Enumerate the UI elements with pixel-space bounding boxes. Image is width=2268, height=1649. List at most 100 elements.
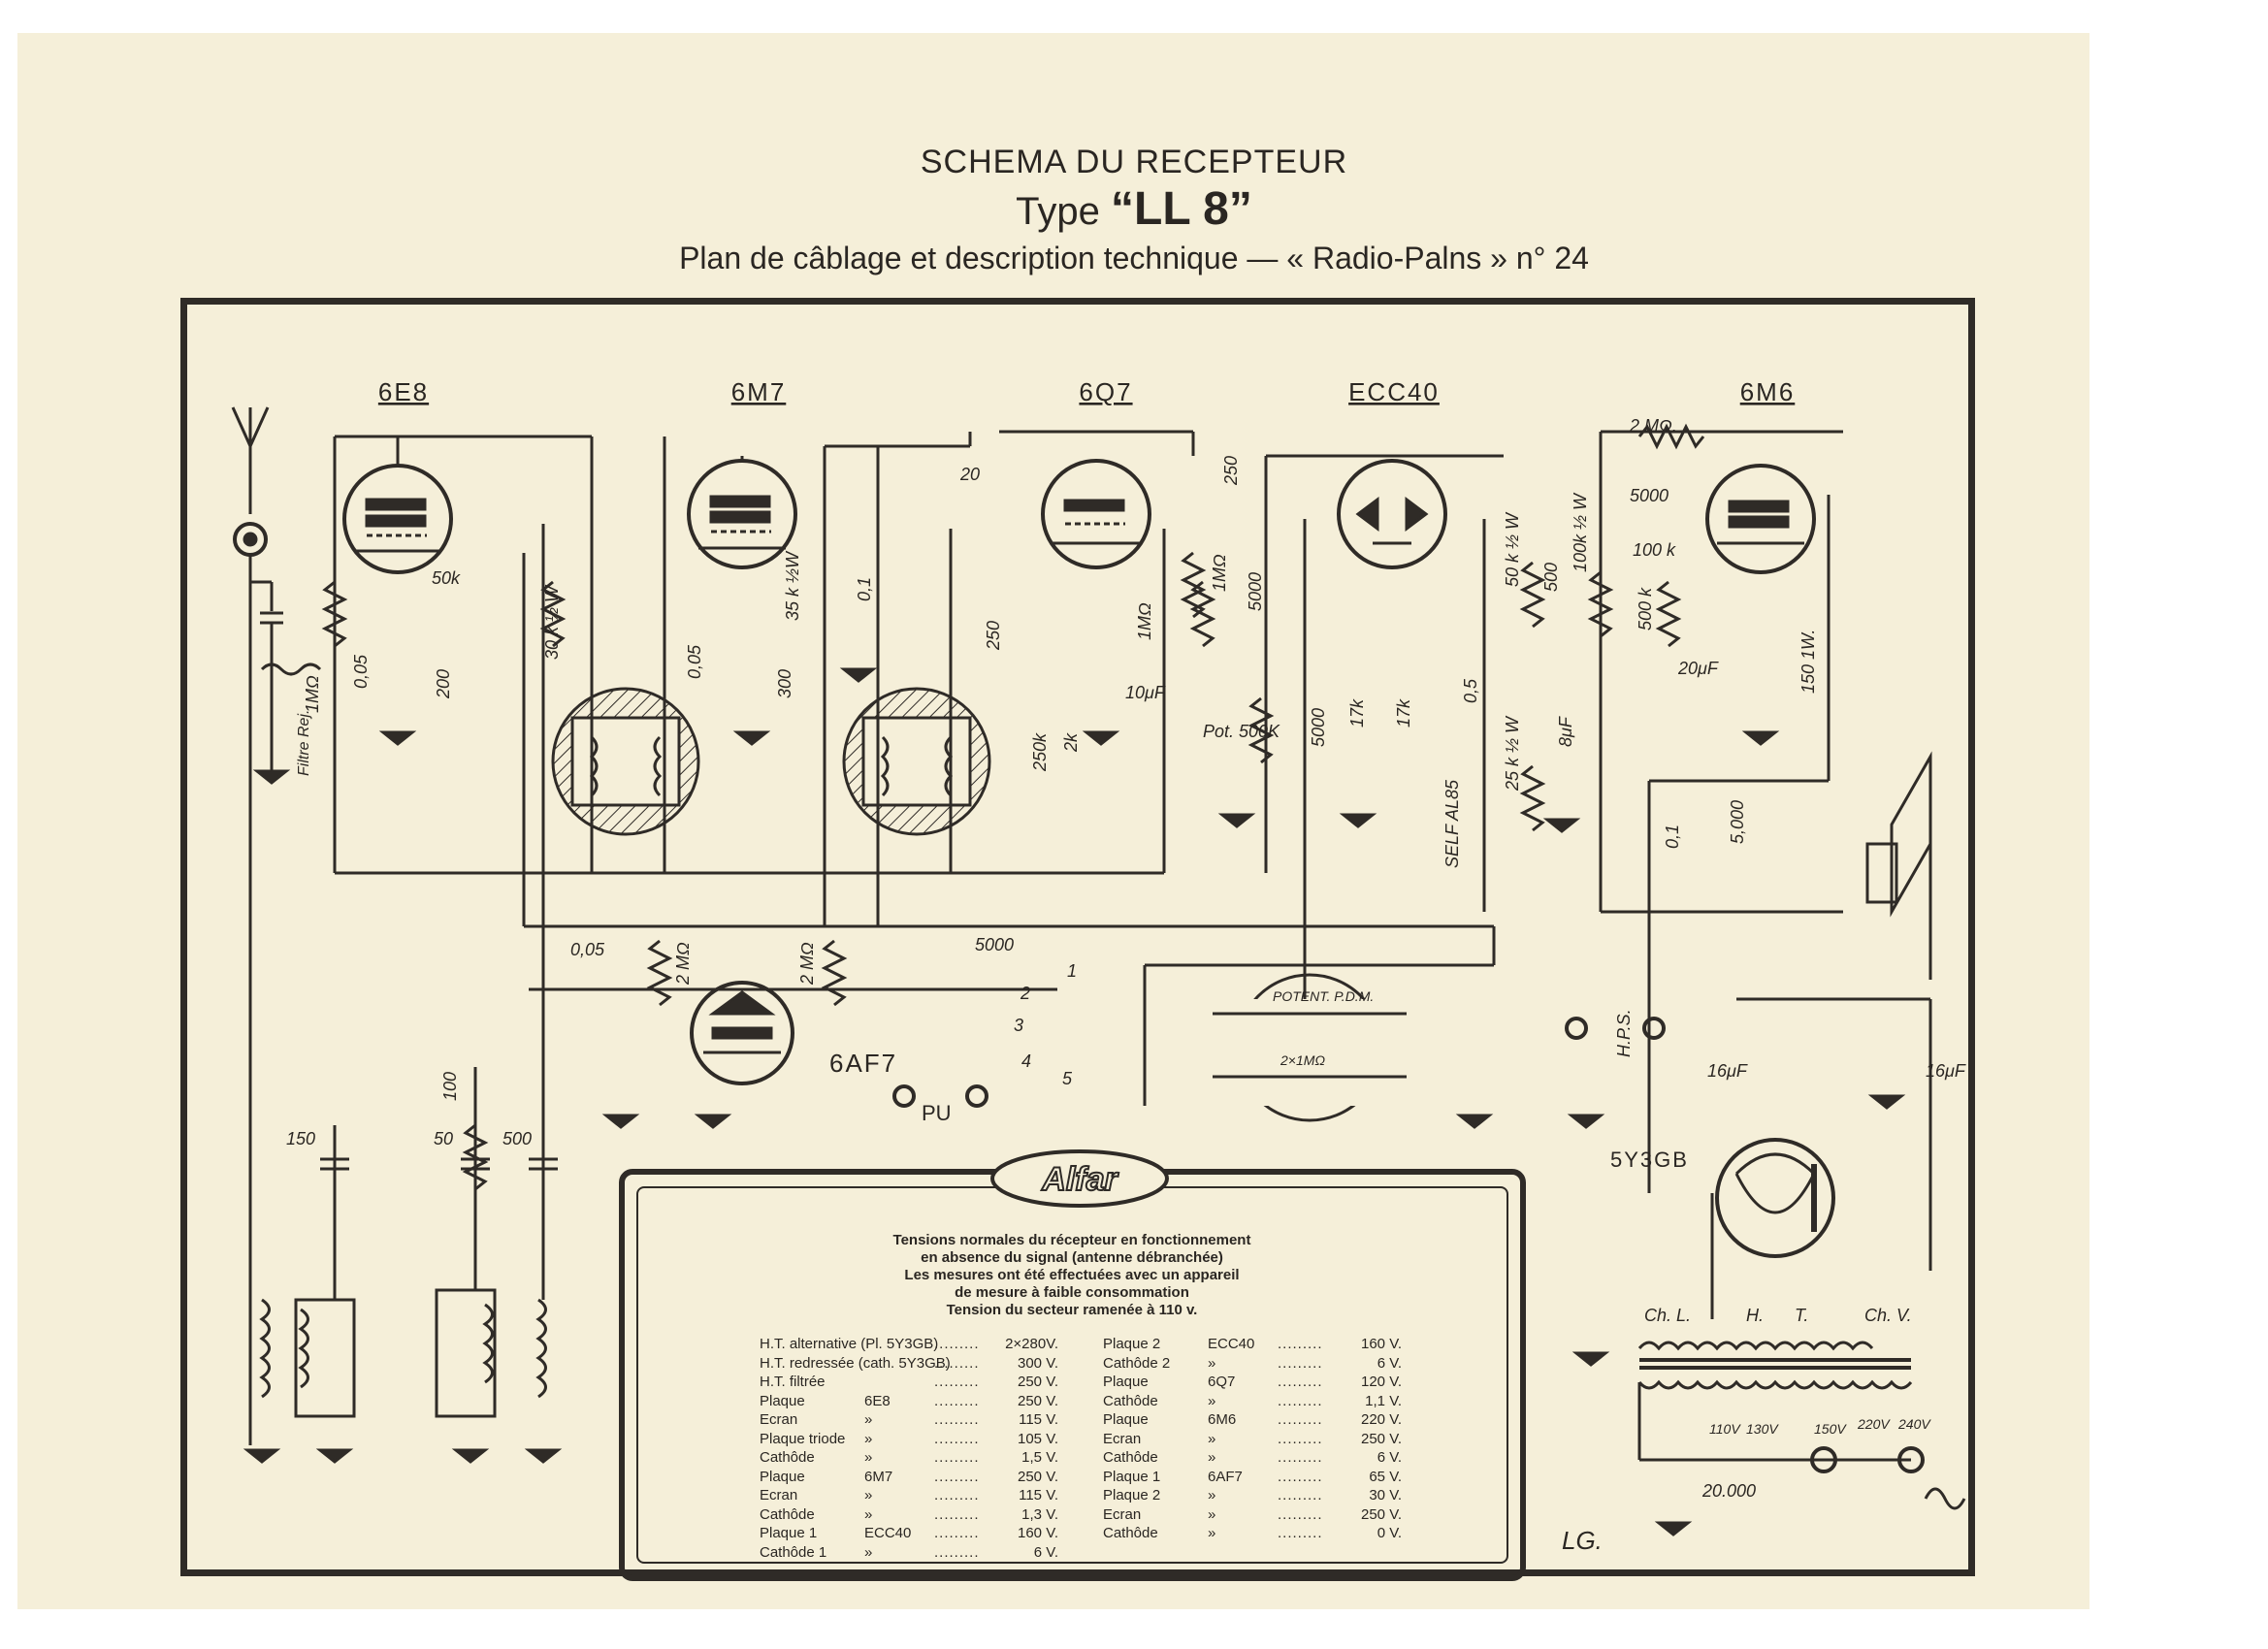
label-r-25k-half: 25 k ½ W [1503, 715, 1522, 792]
tube-6af7 [690, 981, 794, 1085]
if-transformer-1 [551, 687, 700, 836]
table-row: H.T. redressée (cath. 5Y3GB).........300… [760, 1355, 1058, 1372]
heading-line-5: Tension du secteur ramenée à 110 v. [946, 1302, 1198, 1318]
row-dots: ......... [1278, 1374, 1323, 1390]
row-label: Cathôde [1103, 1525, 1158, 1541]
resistors [321, 423, 1705, 1191]
row-label: H.T. alternative (Pl. 5Y3GB) [760, 1336, 939, 1352]
row-label: Cathôde 2 [1103, 1354, 1171, 1372]
filter-trap [250, 580, 322, 785]
label-r-2mohm-b: 2 MΩ [797, 942, 817, 986]
row-voltage: 250 V. [1361, 1505, 1402, 1523]
row-tube: 6M6 [1208, 1411, 1237, 1428]
row-dots: ......... [1278, 1505, 1323, 1523]
row-dots: ......... [934, 1430, 980, 1447]
row-dots: ......... [1278, 1354, 1323, 1372]
row-dots: ......... [1278, 1487, 1323, 1504]
row-label: Plaque 2 [1103, 1336, 1161, 1352]
label-r-2mohm-top: 2 MΩ. [1629, 416, 1677, 436]
jacks [892, 1017, 1666, 1108]
row-voltage: 30 V. [1369, 1487, 1402, 1504]
label-r-250k: 250k [1030, 732, 1050, 772]
row-label: Plaque [1103, 1374, 1149, 1390]
label-r-500k: 500 k [1636, 587, 1655, 630]
antenna-symbol [231, 406, 270, 1445]
row-label: Cathôde [1103, 1392, 1158, 1409]
label-sw-4: 4 [1021, 1051, 1031, 1071]
row-tube: 6AF7 [1208, 1468, 1243, 1485]
label-r-35k: 35 k ½W [783, 550, 802, 621]
row-dots: ......... [934, 1374, 980, 1390]
row-dots: ......... [1278, 1468, 1323, 1485]
label-ch-v: Ch. V. [1864, 1306, 1912, 1325]
row-tube: » [1208, 1505, 1216, 1523]
row-voltage: 115 V. [1019, 1487, 1058, 1504]
label-c-20: 20 [959, 465, 980, 484]
row-label: Cathôde 1 [760, 1543, 827, 1561]
row-voltage: 1,5 V. [1021, 1449, 1058, 1466]
row-dots: ......... [934, 1487, 980, 1504]
row-voltage: 120 V. [1361, 1374, 1402, 1390]
row-dots: ......... [934, 1449, 980, 1466]
label-r-1mohm-a: 1MΩ [303, 675, 322, 713]
label-v-130: 130V [1746, 1421, 1779, 1437]
label-sw-1: 1 [1067, 961, 1077, 981]
label-c-01-b: 0,1 [1663, 824, 1682, 849]
tube-label-5y3gb: 5Y3GB [1610, 1148, 1689, 1172]
row-dots: ......... [934, 1336, 980, 1352]
table-row: H.T. filtrée.........250 V. [760, 1374, 1058, 1390]
row-voltage: 115 V. [1019, 1411, 1058, 1428]
row-label: Plaque 2 [1103, 1487, 1161, 1504]
row-tube: » [1208, 1430, 1216, 1447]
tube-5y3gb [1715, 1138, 1835, 1258]
table-row: Cathôde 2».........6 V. [1103, 1355, 1402, 1372]
row-voltage: 6 V. [1377, 1449, 1402, 1466]
row-label: Cathôde [760, 1449, 815, 1466]
row-label: Ecran [760, 1487, 798, 1504]
label-v-240: 240V [1897, 1416, 1931, 1432]
label-c-500-b: 500 [502, 1129, 532, 1148]
table-row: Ecran »......... 115 V. [760, 1487, 1058, 1504]
row-label: Plaque [760, 1468, 805, 1485]
label-c-150: 150 [286, 1129, 315, 1148]
label-c-01-a: 0,1 [855, 577, 874, 601]
row-dots: ......... [934, 1525, 980, 1541]
row-dots: ......... [934, 1468, 980, 1485]
row-tube: » [1208, 1487, 1216, 1504]
row-voltage: 250 V. [1018, 1468, 1058, 1485]
label-c-005-b: 0,05 [685, 644, 704, 679]
label-c-16uf-b: 16μF [1926, 1061, 1966, 1081]
row-tube: ECC40 [1208, 1336, 1255, 1352]
label-filtre-rej: Filtre Rej. [296, 710, 312, 776]
receiver-type: Type “LL 8” [0, 182, 2268, 236]
row-voltage: 160 V. [1361, 1336, 1402, 1352]
heading-line-2: en absence du signal (antenne débranchée… [921, 1249, 1223, 1266]
row-label: Plaque triode [760, 1430, 846, 1447]
label-r-50k-half: 50 k ½ W [1503, 511, 1522, 587]
type-model: “LL 8” [1111, 183, 1252, 235]
row-tube: » [864, 1487, 873, 1504]
row-label: H.T. filtrée [760, 1374, 826, 1390]
heading-line-4: de mesure à faible consommation [955, 1284, 1189, 1301]
row-label: Ecran [760, 1411, 798, 1428]
label-r-2mohm-a: 2 MΩ [673, 942, 693, 986]
label-c-8uf: 8μF [1556, 716, 1575, 747]
label-r-1mohm-c: 1MΩ [1210, 554, 1229, 592]
label-v-110: 110V [1709, 1421, 1741, 1437]
table-row: Cathôde».........1,5 V. [760, 1449, 1058, 1466]
row-dots: ......... [1278, 1392, 1323, 1409]
row-dots: ......... [1278, 1430, 1323, 1447]
row-tube: » [1208, 1449, 1216, 1466]
label-c-20uf: 20μF [1677, 659, 1719, 678]
label-c-500: 500 [1541, 563, 1561, 592]
table-row: Cathôde».........6 V. [1103, 1449, 1402, 1466]
table-row: Plaque 2 »......... 30 V. [1103, 1487, 1402, 1504]
label-pu: PU [922, 1101, 952, 1125]
label-r-17k-a: 17k [1347, 698, 1367, 728]
if-transformer-2 [842, 687, 991, 836]
